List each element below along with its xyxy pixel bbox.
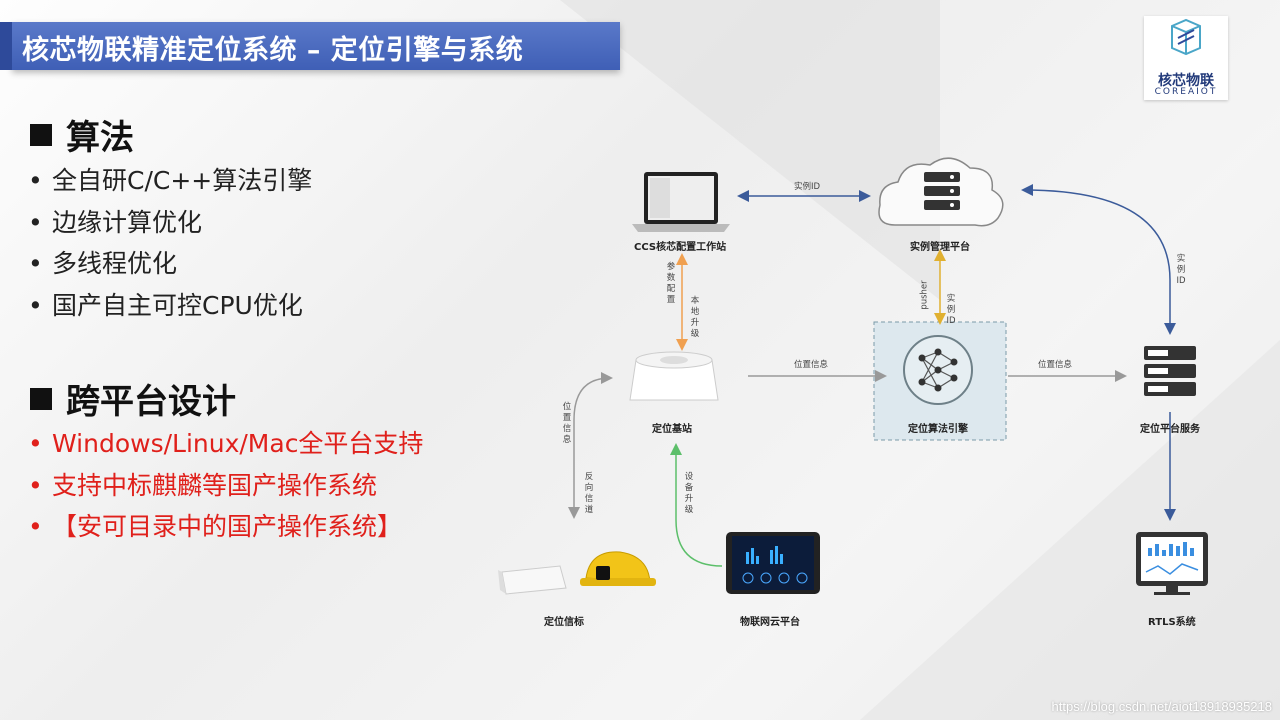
square-bullet-icon xyxy=(30,123,52,146)
edge-label-local-upgrade: 本地升级 xyxy=(690,296,700,339)
cube-logo-icon xyxy=(1171,18,1201,56)
square-bullet-icon xyxy=(30,387,52,410)
edge-label-position-info: 位置信息 xyxy=(1038,360,1073,370)
node-label-beacon: 定位信标 xyxy=(544,617,584,628)
edge-label-position-info: 位置信息 xyxy=(794,360,829,370)
arrow-instance-platform xyxy=(1021,184,1176,335)
edge-label-instance-id-v: 实例ID xyxy=(946,294,956,326)
node-label-ccs: CCS核芯配置工作站 xyxy=(634,242,727,253)
node-label-engine: 定位算法引擎 xyxy=(908,424,968,435)
list-item: •Windows/Linux/Mac全平台支持 xyxy=(28,429,424,458)
node-label-platform-service: 定位平台服务 xyxy=(1140,424,1200,435)
cross-platform-list: •Windows/Linux/Mac全平台支持 •支持中标麒麟等国产操作系统 •… xyxy=(28,423,423,548)
title-accent xyxy=(0,22,12,70)
base-station-icon xyxy=(629,351,719,401)
engine-icon xyxy=(873,321,1007,441)
section-heading-text: 算法 xyxy=(66,118,134,158)
logo-english-text: COREAIOT xyxy=(1154,87,1218,97)
arrow-cloud-base xyxy=(670,443,723,567)
page-title: 核芯物联精准定位系统 – 定位引擎与系统 xyxy=(22,35,524,66)
algorithm-list: •全自研C/C++算法引擎 •边缘计算优化 •多线程优化 •国产自主可控CPU优… xyxy=(28,160,312,326)
footer-url[interactable]: https://blog.csdn.net/aiot18918935218 xyxy=(1051,699,1272,714)
helmet-icon xyxy=(580,551,656,586)
list-item: •支持中标麒麟等国产操作系统 xyxy=(28,470,378,500)
arrow-base-beacon xyxy=(568,372,613,519)
logo-chinese-text: 核芯物联 xyxy=(1158,73,1214,89)
cloud-server-icon xyxy=(878,157,1004,227)
edge-label-device-upgrade: 设备升级 xyxy=(684,472,694,515)
edge-label-param-config: 参数配置 xyxy=(666,262,676,305)
list-item: •国产自主可控CPU优化 xyxy=(28,290,303,320)
server-icon xyxy=(1144,346,1196,396)
title-bar: 核芯物联精准定位系统 – 定位引擎与系统 xyxy=(0,22,620,70)
laptop-icon xyxy=(632,172,730,232)
beacon-icon xyxy=(498,565,567,595)
edge-label-position-info-left: 位置信息 xyxy=(562,402,572,445)
list-item: •全自研C/C++算法引擎 xyxy=(28,166,313,195)
section-heading-text: 跨平台设计 xyxy=(66,382,236,422)
node-label-rtls: RTLS系统 xyxy=(1148,617,1196,628)
section-heading-cross-platform: 跨平台设计 xyxy=(30,374,236,423)
background-shape xyxy=(560,0,940,300)
monitor-chart-icon xyxy=(1136,532,1208,595)
list-item: •边缘计算优化 xyxy=(28,207,203,237)
edge-label-instance-id: 实例ID xyxy=(794,182,821,192)
node-label-iot-cloud: 物联网云平台 xyxy=(740,617,800,628)
edge-label-instance-id-right: 实例ID xyxy=(1176,254,1186,286)
section-heading-algorithm: 算法 xyxy=(30,110,134,159)
node-label-base-station: 定位基站 xyxy=(652,424,692,435)
company-logo: 核芯物联 COREAIOT xyxy=(1144,16,1228,100)
list-item: •【安可目录中的国产操作系统】 xyxy=(28,512,403,541)
node-label-instance-mgr: 实例管理平台 xyxy=(910,242,970,253)
edge-label-reverse-channel: 反向信道 xyxy=(584,472,594,515)
list-item: •多线程优化 xyxy=(28,249,178,278)
edge-label-pusher: pusher xyxy=(919,280,930,310)
tablet-dashboard-icon xyxy=(726,532,820,594)
